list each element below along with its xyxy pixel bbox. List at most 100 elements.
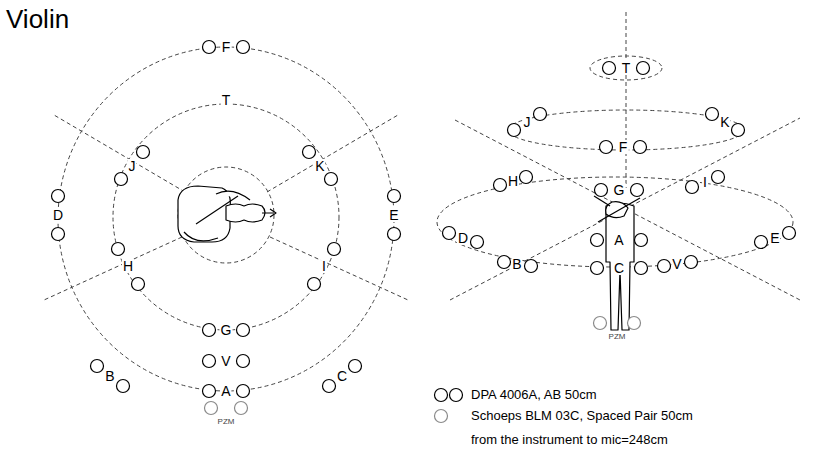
omni-mic xyxy=(591,234,604,247)
omni-mic xyxy=(443,227,456,240)
omni-mic xyxy=(783,227,796,240)
inner-ring xyxy=(178,167,274,263)
omni-mic xyxy=(685,256,698,269)
position-label: D xyxy=(457,231,469,245)
omni-mic xyxy=(706,108,719,121)
omni-mic xyxy=(498,256,511,269)
omni-mic xyxy=(237,385,250,398)
violin xyxy=(226,204,265,222)
omni-mic xyxy=(635,234,648,247)
omni-mic xyxy=(308,278,321,291)
position-label: E xyxy=(769,231,780,245)
omni-mic xyxy=(471,236,484,249)
position-label: H xyxy=(122,259,134,273)
omni-mic xyxy=(635,262,648,275)
position-label: H xyxy=(507,174,519,188)
omni-mic xyxy=(631,184,644,197)
omni-mic xyxy=(388,228,401,241)
player-figure xyxy=(606,203,634,330)
player-arm xyxy=(184,232,218,241)
axis-line xyxy=(450,118,800,300)
position-label: K xyxy=(719,115,730,129)
omni-mic xyxy=(686,181,699,194)
position-label: V xyxy=(671,257,682,271)
omni-mic xyxy=(115,173,128,186)
position-label: A xyxy=(613,233,624,247)
boundary-mic xyxy=(628,317,641,330)
axis-line xyxy=(267,115,398,192)
omni-mic xyxy=(325,173,338,186)
position-label: I xyxy=(321,259,327,273)
omni-mic xyxy=(328,243,341,256)
position-label: V xyxy=(220,354,231,368)
boundary-mic xyxy=(235,402,248,415)
omni-mic xyxy=(591,262,604,275)
omni-mic xyxy=(732,124,745,137)
legend-text: DPA 4006A, AB 50cm xyxy=(471,388,597,401)
omni-mic xyxy=(534,108,547,121)
position-label: E xyxy=(388,208,399,222)
omni-mic xyxy=(237,355,250,368)
omni-mic xyxy=(508,124,521,137)
position-label: B xyxy=(104,369,115,383)
omni-mic xyxy=(52,228,65,241)
bow xyxy=(196,196,238,224)
position-label: G xyxy=(613,183,626,197)
diagram-title: Violin xyxy=(6,6,69,32)
omni-mic xyxy=(117,380,130,393)
position-label: C xyxy=(613,261,625,275)
position-label: F xyxy=(221,40,232,54)
illustration-part xyxy=(52,41,796,423)
position-label: T xyxy=(221,93,232,107)
axis-line xyxy=(54,115,185,192)
omni-mic xyxy=(494,179,507,192)
omni-mic xyxy=(600,141,613,154)
omni-mic xyxy=(52,190,65,203)
boundary-mic xyxy=(594,317,607,330)
omni-mic xyxy=(435,389,448,402)
omni-mic xyxy=(603,62,616,75)
omni-mic xyxy=(658,260,671,273)
omni-mic xyxy=(132,278,145,291)
omni-mic xyxy=(525,260,538,273)
position-label: D xyxy=(52,208,64,222)
violin-neck xyxy=(594,196,610,206)
omni-mic xyxy=(634,141,647,154)
omni-mic xyxy=(595,184,608,197)
axis-line xyxy=(44,237,182,300)
position-ellipse: T xyxy=(589,55,663,81)
omni-mic xyxy=(137,146,150,159)
axis-line xyxy=(626,12,627,188)
position-label: A xyxy=(220,384,231,398)
position-label: PZM xyxy=(217,418,236,426)
ellipse-outline xyxy=(590,56,662,80)
omni-mic xyxy=(203,355,216,368)
illustration-part xyxy=(44,12,800,391)
position-label: T xyxy=(621,61,632,75)
boundary-mic xyxy=(205,402,218,415)
omni-mic xyxy=(755,236,768,249)
position-label: K xyxy=(314,159,325,173)
boundary-mic xyxy=(435,410,448,423)
omni-mic xyxy=(303,146,316,159)
omni-mic xyxy=(203,41,216,54)
omni-mic xyxy=(388,190,401,203)
violin-scroll xyxy=(262,209,276,217)
omni-mic xyxy=(91,360,104,373)
omni-mic xyxy=(203,324,216,337)
position-label: B xyxy=(511,257,522,271)
position-label: J xyxy=(523,115,532,129)
omni-mic xyxy=(520,171,533,184)
position-label: J xyxy=(128,159,137,173)
middle-ring xyxy=(113,104,339,330)
omni-mic xyxy=(203,385,216,398)
omni-mic xyxy=(637,62,650,75)
legend-text: Schoeps BLM 03C, Spaced Pair 50cm xyxy=(471,409,693,422)
distance-note: from the instrument to mic=248cm xyxy=(471,433,668,446)
axis-line xyxy=(270,237,408,300)
omni-mic xyxy=(323,380,336,393)
omni-mic xyxy=(237,324,250,337)
position-label: C xyxy=(336,369,348,383)
